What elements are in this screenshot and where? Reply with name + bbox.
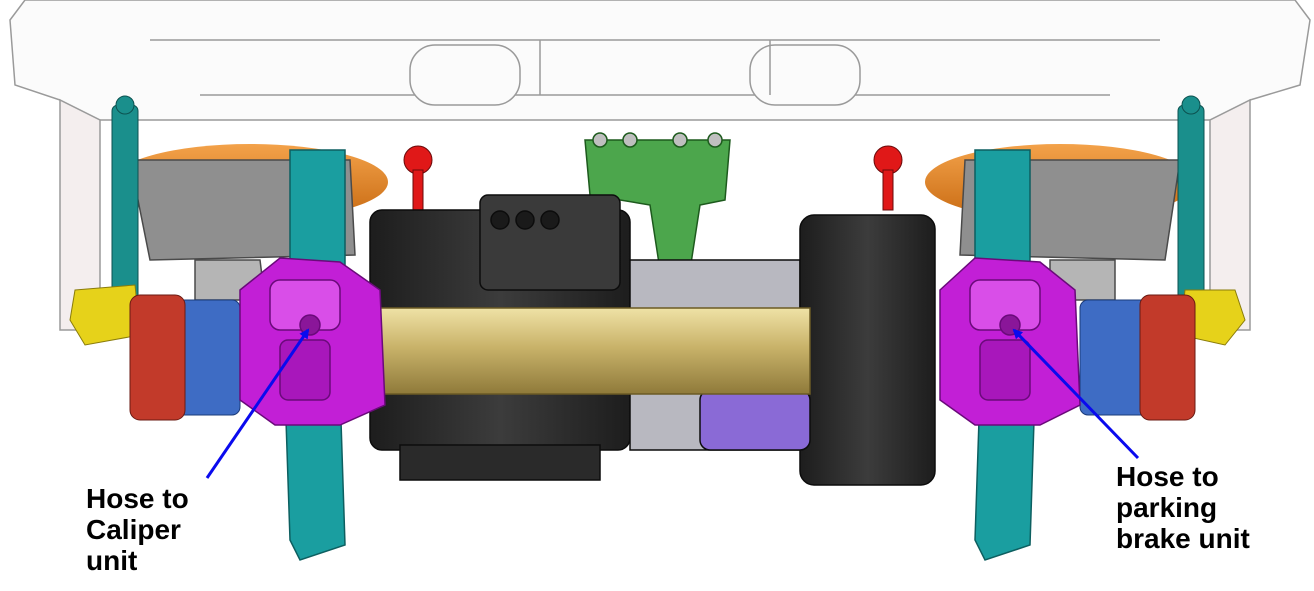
label-line: parking	[1116, 492, 1218, 523]
label-line: Caliper	[86, 514, 181, 545]
axle-tube	[364, 307, 811, 395]
label-line: brake unit	[1116, 523, 1250, 554]
damper-right	[1177, 95, 1205, 306]
brake-actuator-left	[129, 294, 186, 421]
label-line: Hose to	[86, 483, 189, 514]
brake-caliper-right	[939, 257, 1081, 426]
yellow-component-left	[69, 284, 141, 346]
wheel-left	[284, 149, 346, 561]
label-hose-to-caliper: Hose to Caliper unit	[86, 483, 189, 576]
wheel-right	[974, 149, 1036, 561]
car-body-frame	[9, 0, 1311, 331]
brake-caliper-left	[239, 257, 386, 426]
brake-actuator-right	[1139, 294, 1196, 421]
label-line: Hose to	[1116, 461, 1219, 492]
traction-link-left	[403, 145, 433, 211]
arrow-to-caliper-hose	[205, 328, 310, 479]
label-hose-to-parking-brake: Hose to parking brake unit	[1116, 461, 1250, 554]
arrow-to-parking-brake-hose	[1012, 328, 1140, 460]
yellow-component-right	[1179, 289, 1246, 346]
damper-left	[111, 95, 139, 306]
traction-link-right	[873, 145, 903, 211]
label-line: unit	[86, 545, 138, 576]
